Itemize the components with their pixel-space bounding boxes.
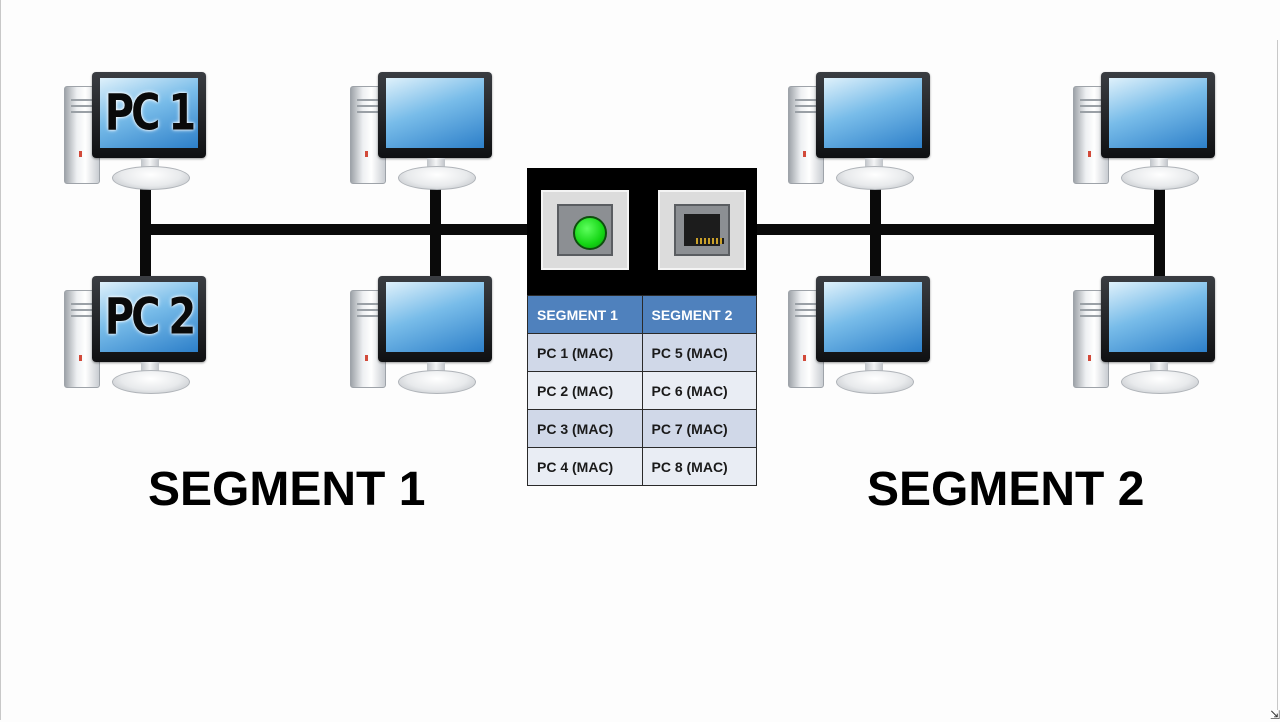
pc1-drop-wire <box>140 186 151 278</box>
mac-address-table: SEGMENT 1 SEGMENT 2 PC 1 (MAC) PC 5 (MAC… <box>527 295 757 486</box>
frame-edge <box>0 0 1 720</box>
table-cell: PC 1 (MAC) <box>527 333 643 372</box>
port-segment-1 <box>541 190 629 270</box>
table-cell: PC 3 (MAC) <box>527 409 643 448</box>
pc-label: PC 2 <box>104 288 196 346</box>
segment-1-bus <box>145 224 528 235</box>
pc7-drop-wire <box>1154 186 1165 278</box>
monitor-icon <box>378 276 492 362</box>
column-header: SEGMENT 2 <box>641 295 757 334</box>
pc-1: PC 1 <box>64 72 209 194</box>
frame-edge <box>1277 40 1278 710</box>
segment-2-bus <box>756 224 1164 235</box>
monitor-icon <box>1101 276 1215 362</box>
column-header: SEGMENT 1 <box>527 295 643 334</box>
table-cell: PC 2 (MAC) <box>527 371 643 410</box>
monitor-icon <box>378 72 492 158</box>
port-segment-2 <box>658 190 746 270</box>
tower-icon <box>788 86 824 184</box>
table-cell: PC 8 (MAC) <box>641 447 757 486</box>
table-row: PC 4 (MAC) PC 8 (MAC) <box>527 447 757 486</box>
table-row: PC 1 (MAC) PC 5 (MAC) <box>527 333 757 372</box>
segment-2-label: SEGMENT 2 <box>867 463 1145 516</box>
pc-8 <box>1073 276 1218 398</box>
link-led-icon <box>573 216 607 250</box>
table-row: PC 3 (MAC) PC 7 (MAC) <box>527 409 757 448</box>
table-cell: PC 7 (MAC) <box>641 409 757 448</box>
cursor-icon: ⇲ <box>1270 708 1280 722</box>
ethernet-port-icon <box>674 204 730 256</box>
pc-label: PC 1 <box>104 84 196 142</box>
pc3-drop-wire <box>430 186 441 278</box>
ethernet-port-icon <box>557 204 613 256</box>
monitor-icon <box>816 276 930 362</box>
pc-4 <box>350 276 495 398</box>
segment-1-label: SEGMENT 1 <box>148 463 426 516</box>
pc-5 <box>788 72 933 194</box>
table-cell: PC 5 (MAC) <box>641 333 757 372</box>
table-row: PC 2 (MAC) PC 6 (MAC) <box>527 371 757 410</box>
pc-2: PC 2 <box>64 276 209 398</box>
table-header-row: SEGMENT 1 SEGMENT 2 <box>527 295 757 334</box>
monitor-icon: PC 2 <box>92 276 206 362</box>
bridge-device <box>527 168 757 296</box>
pc5-drop-wire <box>870 186 881 278</box>
pc-7 <box>1073 72 1218 194</box>
table-cell: PC 4 (MAC) <box>527 447 643 486</box>
pc-6 <box>788 276 933 398</box>
monitor-icon <box>816 72 930 158</box>
pc-3 <box>350 72 495 194</box>
table-cell: PC 6 (MAC) <box>641 371 757 410</box>
monitor-icon <box>1101 72 1215 158</box>
monitor-icon: PC 1 <box>92 72 206 158</box>
